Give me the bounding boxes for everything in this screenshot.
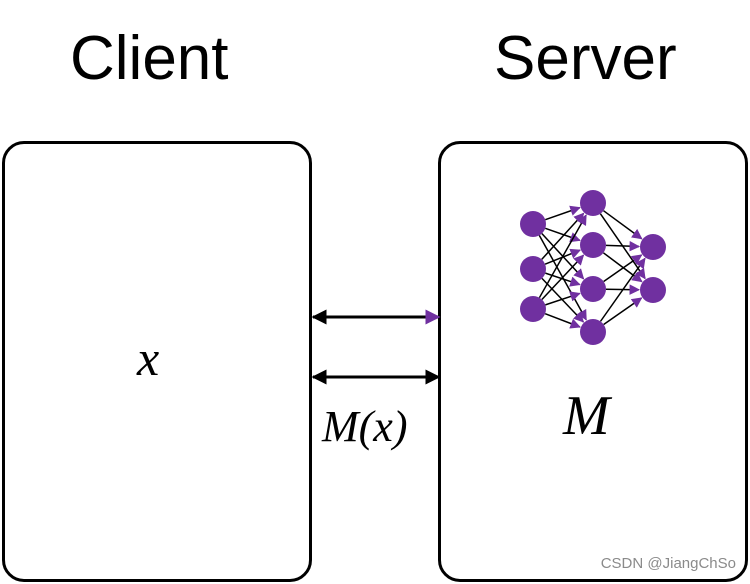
nn-node xyxy=(580,190,606,216)
nn-node xyxy=(580,319,606,345)
nn-edge xyxy=(541,254,585,301)
nn-node xyxy=(580,276,606,302)
nn-edge xyxy=(545,205,581,221)
nn-edge xyxy=(545,272,581,287)
nn-edge xyxy=(602,252,643,283)
neural-network-icon xyxy=(520,190,666,345)
nn-edge xyxy=(545,291,581,306)
nn-edge xyxy=(544,312,581,329)
nn-node xyxy=(640,234,666,260)
nn-edge xyxy=(541,277,585,323)
nn-edge xyxy=(545,227,581,243)
nn-node xyxy=(520,296,546,322)
watermark: CSDN @JiangChSo xyxy=(600,555,736,572)
nn-node xyxy=(520,211,546,237)
client-heading: Client xyxy=(70,24,229,93)
nn-node xyxy=(520,256,546,282)
server-heading: Server xyxy=(494,24,677,93)
nn-edge xyxy=(541,212,585,260)
nn-edge xyxy=(605,240,641,252)
nn-edge xyxy=(603,297,643,326)
client-input-variable: x xyxy=(137,330,160,386)
nn-edge xyxy=(603,210,643,240)
nn-node xyxy=(640,277,666,303)
client-box xyxy=(2,141,312,582)
nn-edge xyxy=(599,257,646,322)
server-model-label: M xyxy=(563,385,610,447)
nn-edge xyxy=(538,214,587,299)
nn-node xyxy=(580,232,606,258)
response-label: M(x) xyxy=(322,402,408,451)
